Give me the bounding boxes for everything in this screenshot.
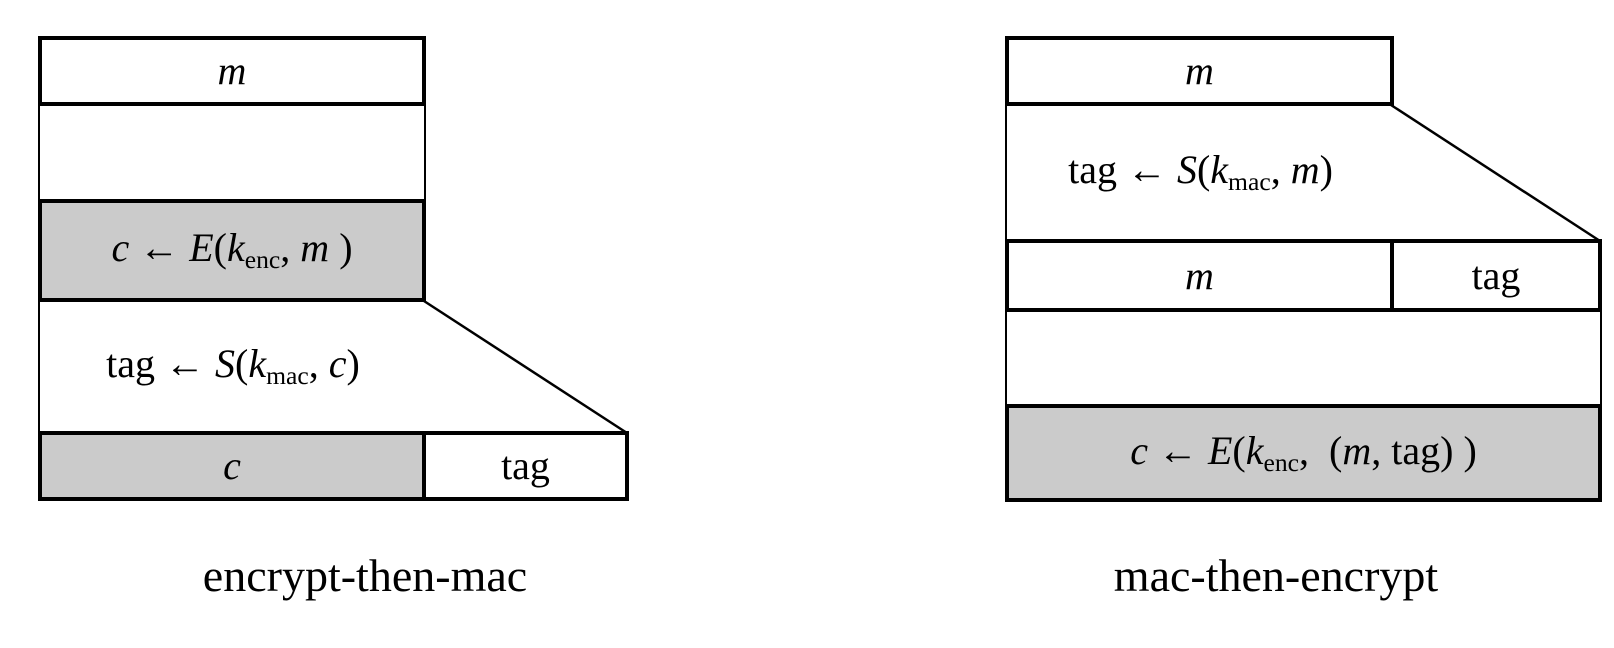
mte-encrypt-box: c ← E(kenc, (m, tag) ) — [1005, 404, 1602, 502]
formula-run: ( — [1232, 427, 1246, 473]
formula-run: enc — [1263, 447, 1300, 477]
formula-run: ) — [346, 341, 360, 387]
mte-message-label: m — [1185, 51, 1214, 91]
formula-run: tag — [1068, 147, 1117, 193]
formula-run: mac — [1228, 167, 1271, 197]
mte-concat-message-label: m — [1185, 252, 1214, 298]
formula-run: ) — [1319, 147, 1333, 193]
formula-run: k — [248, 341, 267, 387]
formula-run: tag — [1391, 427, 1441, 473]
formula-run: , — [1299, 427, 1330, 473]
etm-message-box: m — [38, 36, 426, 106]
formula-run: ← — [155, 341, 216, 387]
mte-mac-step-region: tag ← S(kmac, m) — [1005, 103, 1394, 242]
mte-message-box: m — [1005, 36, 1394, 106]
formula-run: ← — [129, 225, 190, 271]
formula-run: mac — [266, 361, 309, 391]
formula-run: ( — [235, 341, 249, 387]
etm-encrypt-formula: c ← E(kenc, m ) — [111, 228, 352, 273]
mte-concat-message-cell: m — [1005, 239, 1394, 312]
formula-run: k — [1210, 147, 1229, 193]
formula-run: E — [189, 225, 214, 271]
etm-mac-step-region: tag ← S(kmac, c) — [38, 302, 426, 431]
formula-run: , — [1371, 427, 1392, 473]
formula-run: m — [1185, 48, 1214, 93]
mte-caption: mac-then-encrypt — [1113, 550, 1439, 601]
etm-output-tag-label: tag — [501, 446, 550, 486]
formula-run: c — [328, 341, 347, 387]
etm-caption: encrypt-then-mac — [202, 550, 528, 601]
formula-run: m — [1185, 252, 1214, 298]
formula-run: enc — [244, 245, 281, 275]
formula-run: tag — [1471, 252, 1521, 298]
formula-run: , — [1270, 147, 1291, 193]
formula-run: m — [217, 48, 247, 93]
mte-encrypt-formula: c ← E(kenc, (m, tag) ) — [1130, 427, 1477, 477]
formula-run: ) — [329, 225, 353, 271]
formula-run: c — [1130, 427, 1148, 473]
formula-run: ( — [1329, 427, 1343, 473]
right-diagonal-line — [1390, 103, 1601, 243]
formula-run: S — [215, 341, 236, 387]
mte-mac-formula: tag ← S(kmac, m) — [1068, 150, 1333, 195]
mte-flow-connector — [1005, 309, 1602, 408]
etm-output-ciphertext-label: c — [223, 446, 241, 486]
mte-concat-tag-label: tag — [1471, 252, 1521, 298]
formula-run: ) ) — [1440, 427, 1477, 473]
formula-run: m — [1290, 147, 1320, 193]
etm-output-ciphertext-cell: c — [38, 431, 426, 501]
left-diagonal-line — [423, 299, 628, 435]
etm-output-tag-cell: tag — [422, 431, 629, 501]
formula-run: ← — [1147, 427, 1208, 473]
formula-run: ← — [1116, 147, 1177, 193]
etm-mac-formula: tag ← S(kmac, c) — [106, 344, 360, 389]
formula-run: k — [1245, 427, 1264, 473]
formula-run: tag — [501, 443, 550, 488]
formula-run: c — [111, 225, 130, 271]
formula-run: c — [223, 443, 241, 488]
formula-run: ( — [213, 225, 227, 271]
etm-flow-connector — [38, 103, 426, 203]
formula-run: m — [300, 225, 330, 271]
formula-run: S — [1176, 147, 1197, 193]
formula-run: ( — [1196, 147, 1211, 193]
formula-run: k — [227, 225, 245, 271]
formula-run: , — [308, 341, 329, 387]
formula-run: m — [1342, 427, 1372, 473]
etm-encrypt-box: c ← E(kenc, m ) — [38, 199, 426, 302]
formula-run: E — [1207, 427, 1233, 473]
formula-run: , — [280, 225, 301, 271]
mte-concat-tag-cell: tag — [1390, 239, 1602, 312]
formula-run: tag — [106, 341, 156, 387]
etm-message-label: m — [218, 51, 247, 91]
